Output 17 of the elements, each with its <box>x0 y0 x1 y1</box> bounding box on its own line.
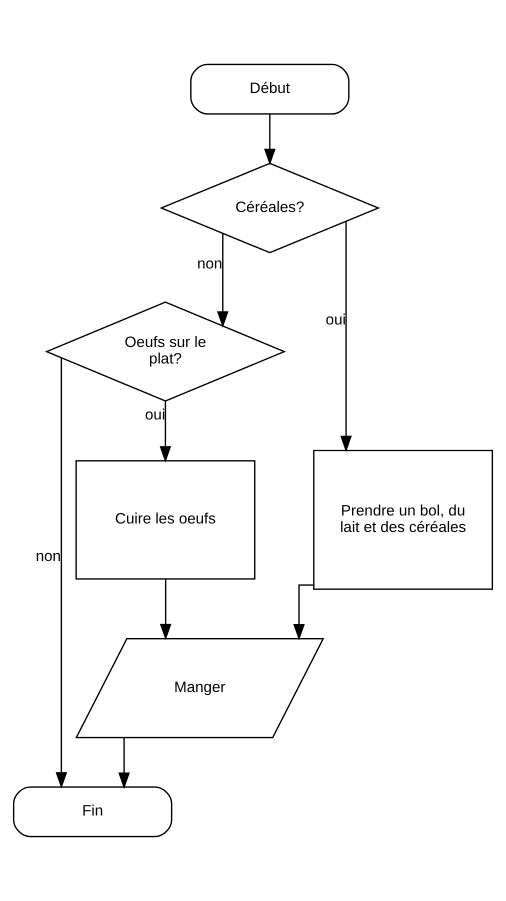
node-diamond: Oeufs sur le plat? <box>44 301 286 402</box>
edge-label: oui <box>326 312 346 329</box>
node-box: Début <box>190 64 350 115</box>
edge-label: non <box>197 255 222 272</box>
edge-label: oui <box>145 406 166 424</box>
arrow <box>160 401 172 463</box>
node-box: Cuire les oeufs <box>75 460 256 580</box>
node-diamond: Céréales? <box>160 162 380 254</box>
node-box: Prendre un bol, du lait et des céréales <box>313 450 494 590</box>
arrow <box>217 234 229 328</box>
arrow <box>118 738 130 790</box>
arrow <box>160 579 172 640</box>
arrow <box>264 114 276 166</box>
arrow <box>56 358 68 789</box>
node-box: Fin <box>12 786 172 838</box>
arrow <box>340 221 352 452</box>
edge-label: non <box>36 548 61 565</box>
